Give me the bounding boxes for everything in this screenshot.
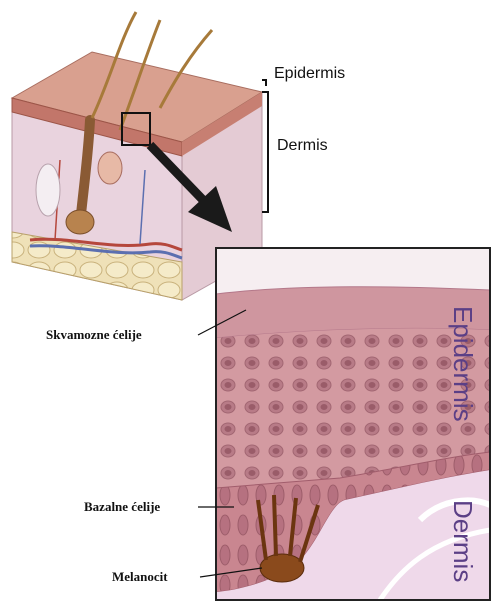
- melanocyte-label: Melanocit: [112, 570, 168, 583]
- dermis-bracket: [262, 92, 268, 212]
- dermis-label: Dermis: [277, 138, 328, 154]
- basal-cells-label: Bazalne ćelije: [84, 500, 160, 513]
- inset-epidermis-label: Epidermis: [450, 306, 476, 422]
- epidermis-label: Epidermis: [274, 66, 345, 82]
- epidermis-bracket: [262, 80, 266, 86]
- inset-dermis-label: Dermis: [450, 500, 476, 582]
- squamous-cells-label: Skvamozne ćelije: [46, 328, 142, 341]
